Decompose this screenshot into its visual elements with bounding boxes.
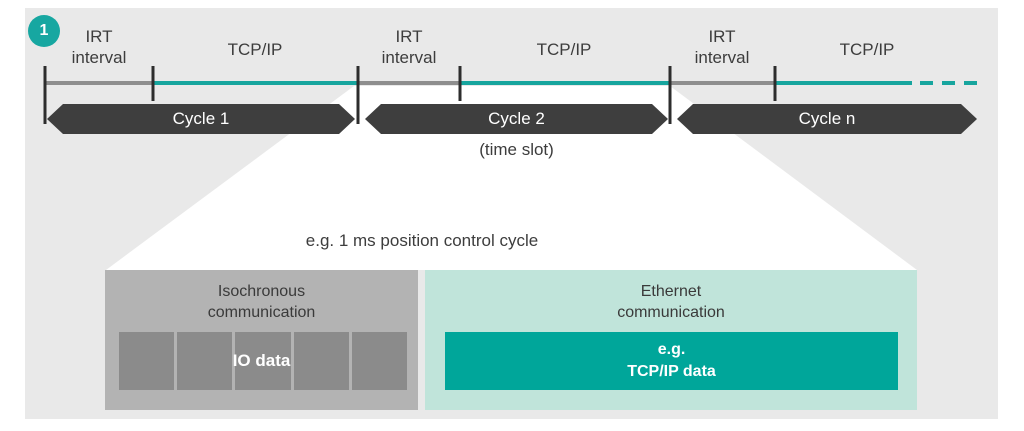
isochronous-communication-box: Isochronous communication IO data bbox=[105, 270, 418, 410]
cycle-n-bar: Cycle n bbox=[677, 104, 977, 134]
io-slot-row bbox=[119, 332, 408, 390]
cycle-n-label: Cycle n bbox=[798, 109, 856, 128]
irt-interval-label: IRT interval bbox=[694, 27, 750, 67]
isochronous-title: Isochronous communication bbox=[207, 283, 316, 321]
position-control-cycle-caption: e.g. 1 ms position control cycle bbox=[305, 231, 539, 250]
ethernet-title: Ethernet communication bbox=[617, 283, 725, 321]
tcpip-label: TCP/IP bbox=[839, 40, 895, 59]
io-slot bbox=[119, 332, 175, 390]
cycle-2-label: Cycle 2 bbox=[488, 109, 545, 128]
time-slot-caption: (time slot) bbox=[479, 140, 554, 159]
io-slot bbox=[293, 332, 349, 390]
io-slot bbox=[177, 332, 233, 390]
io-slot bbox=[351, 332, 408, 390]
irt-interval-label: IRT interval bbox=[71, 27, 127, 67]
cycle-1-bar: Cycle 1 bbox=[47, 104, 355, 134]
io-data-label: IO data bbox=[232, 351, 291, 370]
tcpip-label: TCP/IP bbox=[227, 40, 283, 59]
tcpip-data-bar: e.g. TCP/IP data bbox=[445, 332, 898, 390]
irt-interval-label: IRT interval bbox=[381, 27, 437, 67]
cycle-2-bar: Cycle 2 bbox=[365, 104, 668, 134]
io-slot bbox=[235, 332, 291, 390]
tcpip-label: TCP/IP bbox=[536, 40, 592, 59]
ethernet-communication-box: Ethernet communication e.g. TCP/IP data bbox=[425, 270, 917, 410]
cycle-1-label: Cycle 1 bbox=[172, 109, 230, 128]
step-number-badge: 1 bbox=[28, 15, 60, 47]
